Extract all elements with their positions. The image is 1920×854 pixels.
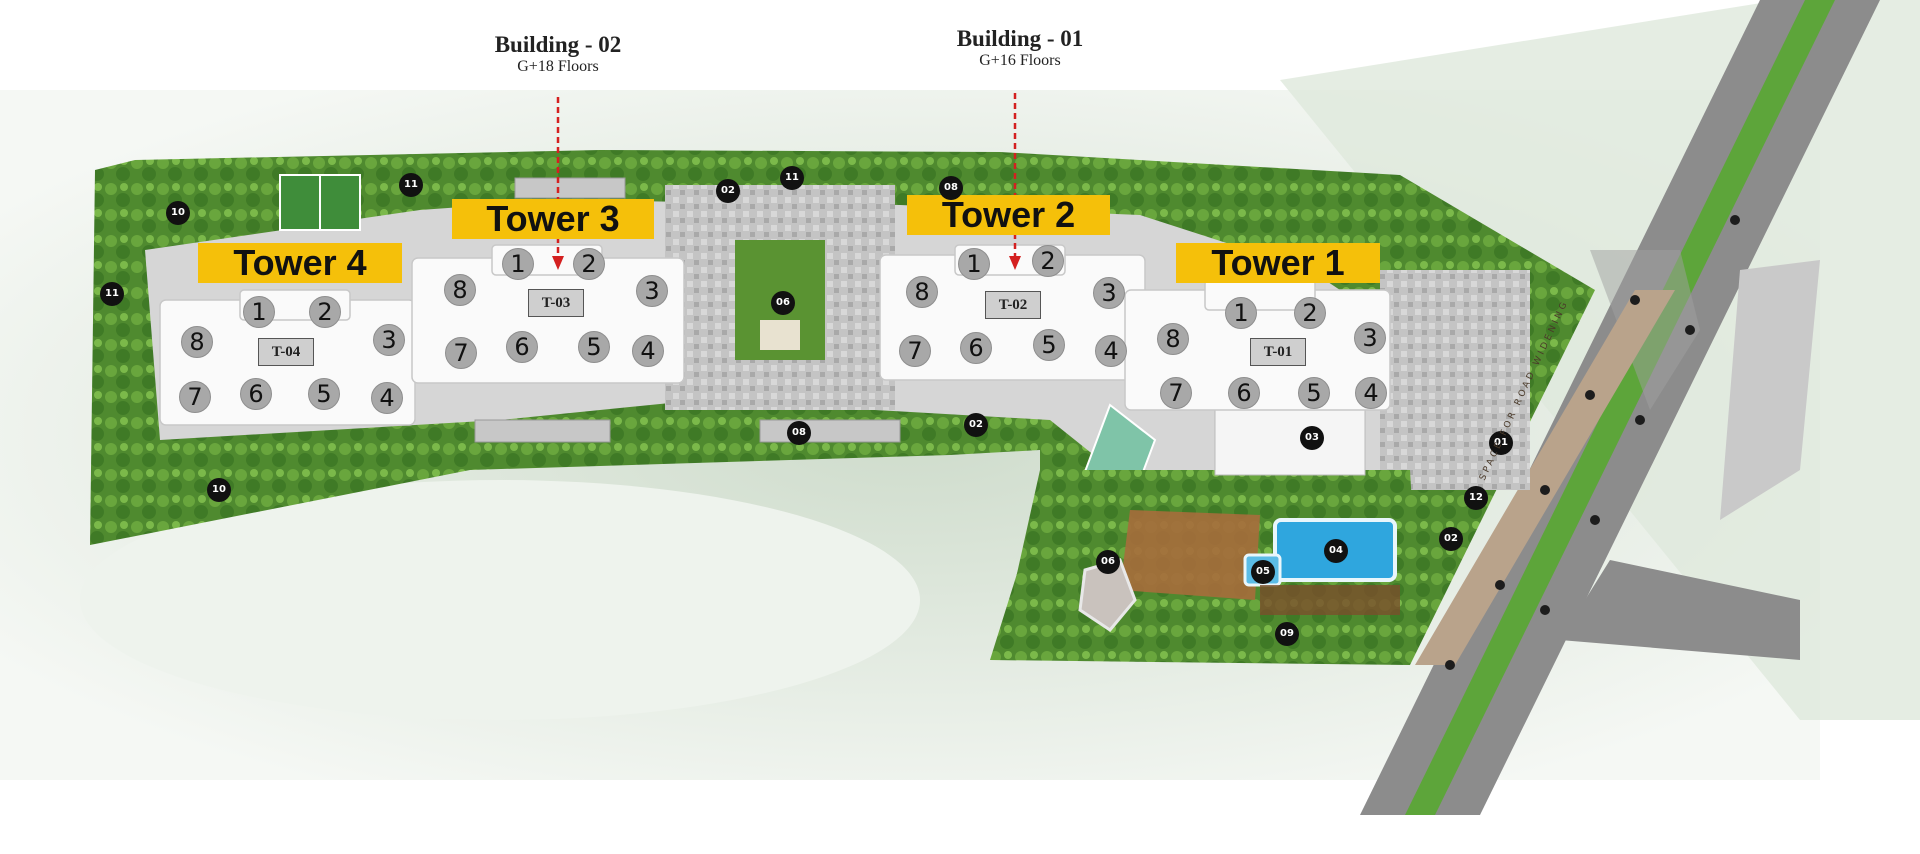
tower-1-unit-3[interactable]: 3	[1354, 322, 1386, 354]
amenity-marker-02[interactable]: 02	[964, 413, 988, 437]
main-road	[1360, 0, 1880, 815]
tower-2-unit-8[interactable]: 8	[906, 276, 938, 308]
tower-2-label[interactable]: Tower 2	[907, 195, 1110, 235]
pointer-arrowhead	[552, 256, 564, 270]
tower-4-code: T-04	[258, 338, 314, 366]
amenity-marker-12[interactable]: 12	[1464, 486, 1488, 510]
tower-3-unit-1[interactable]: 1	[502, 248, 534, 280]
tower-4-unit-5[interactable]: 5	[308, 378, 340, 410]
tower-3-unit-4[interactable]: 4	[632, 335, 664, 367]
mist-patch	[80, 480, 920, 720]
amenity-marker-02[interactable]: 02	[716, 179, 740, 203]
building-01-caption: Building - 01 G+16 Floors	[940, 26, 1100, 70]
tower-4-unit-7[interactable]: 7	[179, 381, 211, 413]
courtyard-pavilion	[760, 320, 800, 350]
tower-1-unit-8[interactable]: 8	[1157, 323, 1189, 355]
amenity-marker-10[interactable]: 10	[166, 201, 190, 225]
amenity-marker-02[interactable]: 02	[1439, 527, 1463, 551]
tower-2-unit-3[interactable]: 3	[1093, 277, 1125, 309]
east-plaza	[1380, 270, 1530, 490]
tower-2-unit-4[interactable]: 4	[1095, 335, 1127, 367]
building-02-floors: G+18 Floors	[517, 58, 599, 75]
tower-1-unit-6[interactable]: 6	[1228, 377, 1260, 409]
tower-1-unit-1[interactable]: 1	[1225, 297, 1257, 329]
amenity-marker-06[interactable]: 06	[771, 291, 795, 315]
road-widening-strip	[1415, 290, 1675, 665]
tower-1-unit-4[interactable]: 4	[1355, 377, 1387, 409]
parking-lower-2	[759, 419, 901, 443]
road-tree-markers	[1445, 215, 1740, 670]
amenity-marker-03[interactable]: 03	[1300, 426, 1324, 450]
amenity-marker-10[interactable]: 10	[207, 478, 231, 502]
parking-lower	[474, 419, 611, 443]
tower-2-unit-5[interactable]: 5	[1033, 329, 1065, 361]
tower-2-code: T-02	[985, 291, 1041, 319]
tower-2-unit-1[interactable]: 1	[958, 248, 990, 280]
tower-2-unit-2[interactable]: 2	[1032, 245, 1064, 277]
amenity-marker-11[interactable]: 11	[100, 282, 124, 306]
tower-1-label[interactable]: Tower 1	[1176, 243, 1380, 283]
tower-2-unit-6[interactable]: 6	[960, 332, 992, 364]
pool-deck	[1260, 585, 1400, 615]
tower-1-unit-5[interactable]: 5	[1298, 377, 1330, 409]
tower-4-unit-6[interactable]: 6	[240, 378, 272, 410]
amenity-marker-11[interactable]: 11	[780, 166, 804, 190]
clubhouse	[1214, 399, 1366, 476]
tower-4-unit-1[interactable]: 1	[243, 296, 275, 328]
tower-4-unit-4[interactable]: 4	[371, 382, 403, 414]
tower-4-unit-3[interactable]: 3	[373, 324, 405, 356]
tower-3-unit-2[interactable]: 2	[573, 248, 605, 280]
building-01-name: Building - 01	[956, 26, 1084, 51]
amenity-marker-01[interactable]: 01	[1489, 431, 1513, 455]
pointer-arrowhead	[1009, 256, 1021, 270]
tower-1-unit-2[interactable]: 2	[1294, 297, 1326, 329]
tower-3-unit-6[interactable]: 6	[506, 331, 538, 363]
tower-1-unit-7[interactable]: 7	[1160, 377, 1192, 409]
tower-2-unit-7[interactable]: 7	[899, 335, 931, 367]
tower-3-unit-3[interactable]: 3	[636, 275, 668, 307]
tower-3-label[interactable]: Tower 3	[452, 199, 654, 239]
amenity-marker-06[interactable]: 06	[1096, 550, 1120, 574]
tower-3-unit-5[interactable]: 5	[578, 331, 610, 363]
parking-upper	[514, 177, 626, 199]
tower-4-label[interactable]: Tower 4	[198, 243, 402, 283]
building-01-floors: G+16 Floors	[979, 52, 1061, 69]
tower-3-code: T-03	[528, 289, 584, 317]
building-02-caption: Building - 02 G+18 Floors	[478, 32, 638, 76]
amenity-marker-11[interactable]: 11	[399, 173, 423, 197]
amenity-marker-04[interactable]: 04	[1324, 539, 1348, 563]
amenity-marker-05[interactable]: 05	[1251, 560, 1275, 584]
tower-3-unit-7[interactable]: 7	[445, 337, 477, 369]
tower-3-unit-8[interactable]: 8	[444, 274, 476, 306]
tower-1-code: T-01	[1250, 338, 1306, 366]
tower-4-unit-8[interactable]: 8	[181, 326, 213, 358]
building-02-name: Building - 02	[494, 32, 622, 57]
amenity-marker-08[interactable]: 08	[939, 176, 963, 200]
amenity-marker-08[interactable]: 08	[787, 421, 811, 445]
amenity-marker-09[interactable]: 09	[1275, 622, 1299, 646]
deck-area	[1120, 510, 1260, 600]
tower-4-unit-2[interactable]: 2	[309, 296, 341, 328]
